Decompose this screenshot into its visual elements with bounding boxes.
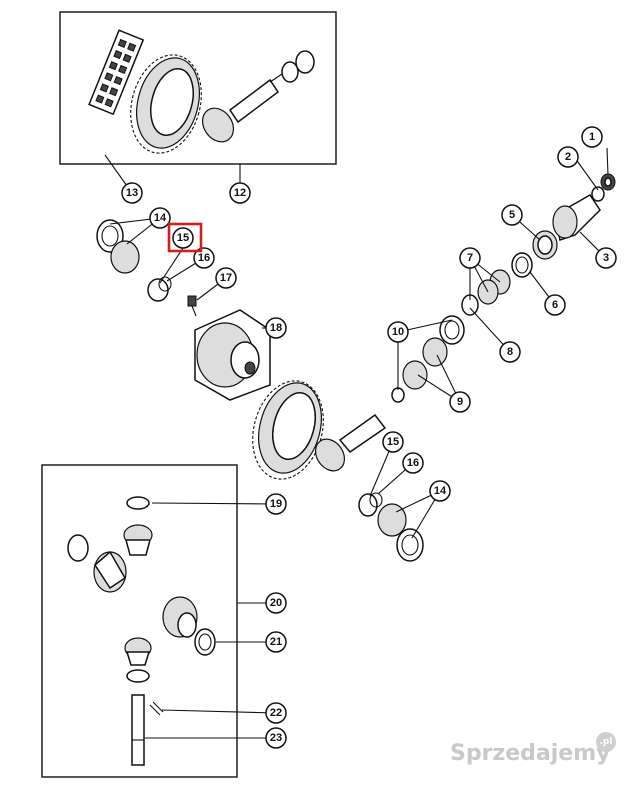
ring-gear-top (130, 54, 202, 154)
callout-16-upper[interactable]: 16 (193, 247, 215, 269)
callout-19-label: 19 (270, 498, 282, 510)
callout-22[interactable]: 22 (265, 702, 287, 724)
callout-13[interactable]: 13 (121, 182, 143, 204)
callout-5-label: 5 (509, 209, 515, 221)
callout-19[interactable]: 19 (265, 493, 287, 515)
thrust-washer-right (194, 628, 216, 656)
pinion-nut (600, 173, 616, 191)
callout-14-lower[interactable]: 14 (429, 480, 451, 502)
watermark-badge-text: .pl (600, 737, 613, 747)
watermark-badge (596, 732, 616, 752)
callout-14-upper[interactable]: 14 (149, 207, 171, 229)
pinion-washer (591, 186, 605, 202)
pinion-yoke (552, 194, 601, 241)
callout-16-lower-label: 16 (407, 457, 419, 469)
pinion-seal (532, 230, 558, 260)
differential-bearing-left (110, 240, 140, 274)
callout-3[interactable]: 3 (595, 247, 617, 269)
callout-15-upper-label: 15 (177, 232, 189, 244)
spacer-right (358, 493, 378, 517)
callout-14-upper-label: 14 (154, 212, 167, 224)
shim-right (369, 492, 383, 508)
ring-gear-bolts (88, 29, 145, 116)
differential-bearing-cup-right (396, 528, 424, 562)
callout-15-highlight (167, 222, 203, 253)
callout-14-lower-label: 14 (434, 485, 447, 497)
callout-23-label: 23 (270, 732, 282, 744)
outer-pinion-bearing-cup (511, 252, 533, 278)
callout-21[interactable]: 21 (265, 631, 287, 653)
thrust-washer-top (126, 496, 150, 510)
callout-15-upper[interactable]: 15 (172, 227, 194, 249)
differential-gear-kit-frame (41, 464, 238, 778)
ring-pinion-kit-frame (59, 11, 337, 165)
spacer-left (158, 276, 172, 292)
callout-17[interactable]: 17 (215, 267, 237, 289)
watermark-text: Sprzedajemy (450, 741, 611, 766)
callout-15-lower-label: 15 (387, 436, 399, 448)
callout-12-label: 12 (234, 187, 246, 199)
outer-pinion-bearing (477, 269, 511, 305)
callout-16-lower[interactable]: 16 (402, 452, 424, 474)
callout-18-label: 18 (270, 322, 282, 334)
callout-3-label: 3 (603, 252, 609, 264)
callout-8-label: 8 (507, 346, 513, 358)
pinion-gear-top (201, 71, 286, 143)
side-gear-right (162, 596, 198, 638)
callout-7-label: 7 (467, 252, 473, 264)
callout-2-label: 2 (565, 151, 571, 163)
callout-7[interactable]: 7 (459, 247, 481, 269)
callouts: 1 2 3 4 5 6 7 8 9 10 12 13 14 15 16 17 1… (121, 126, 617, 749)
shim-left (147, 278, 169, 302)
callout-21-label: 21 (270, 636, 282, 648)
callout-13-label: 13 (126, 187, 138, 199)
thrust-washer-left (67, 534, 89, 562)
pinion-mate-gear-left (93, 550, 127, 593)
callout-15-lower[interactable]: 15 (382, 431, 404, 453)
callout-10-label: 10 (392, 326, 404, 338)
callout-2[interactable]: 2 (557, 146, 579, 168)
callout-10[interactable]: 10 (387, 321, 409, 343)
lock-pin (149, 701, 164, 716)
side-gear-top (123, 524, 153, 556)
callout-9[interactable]: 9 (449, 391, 471, 413)
watermark: Sprzedajemy .pl (450, 732, 616, 766)
pinion-mate-gear-bottom (124, 637, 152, 666)
callout-20-label: 20 (270, 597, 282, 609)
differential-case (194, 309, 271, 401)
callout-17-label: 17 (220, 272, 232, 284)
pinion-shaft (131, 694, 145, 766)
callout-5[interactable]: 5 (501, 204, 523, 226)
thrust-washer-bottom (126, 669, 150, 683)
callout-9-label: 9 (457, 396, 463, 408)
callout-20[interactable]: 20 (265, 592, 287, 614)
callout-12[interactable]: 12 (229, 182, 251, 204)
ring-gear-center (252, 380, 324, 480)
pinion-depth-shim (391, 387, 405, 403)
pinion-gear-center (314, 413, 387, 472)
callout-18[interactable]: 18 (265, 317, 287, 339)
differential-bearing-right (377, 503, 407, 537)
callout-1[interactable]: 1 (581, 126, 603, 148)
callout-6[interactable]: 6 (544, 294, 566, 316)
callout-16-upper-label: 16 (198, 252, 210, 264)
ring-gear-bolt-single (187, 295, 197, 317)
callout-8[interactable]: 8 (499, 341, 521, 363)
callout-23[interactable]: 23 (265, 727, 287, 749)
callout-22-label: 22 (270, 707, 282, 719)
callout-6-label: 6 (552, 299, 558, 311)
pinion-bearing-top (281, 50, 315, 83)
inner-pinion-bearing (402, 337, 448, 390)
callout-1-label: 1 (589, 131, 595, 143)
inner-pinion-bearing-cup (439, 315, 465, 345)
